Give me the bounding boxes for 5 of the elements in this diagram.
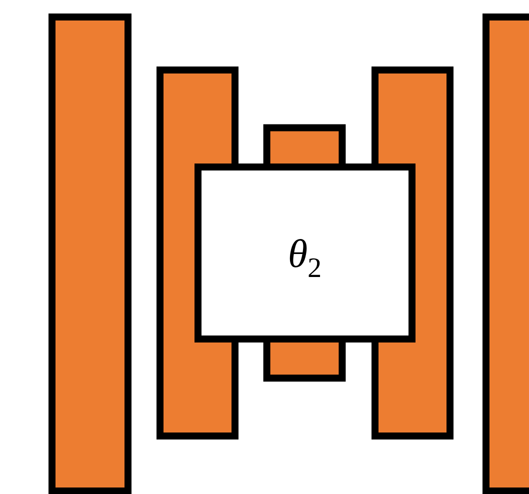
bar-block: [48, 13, 132, 494]
bar-block: [482, 13, 529, 494]
bar-block: [263, 124, 346, 164]
text-box: θ$_{2}$: [194, 163, 416, 342]
bar-block: [263, 342, 346, 382]
